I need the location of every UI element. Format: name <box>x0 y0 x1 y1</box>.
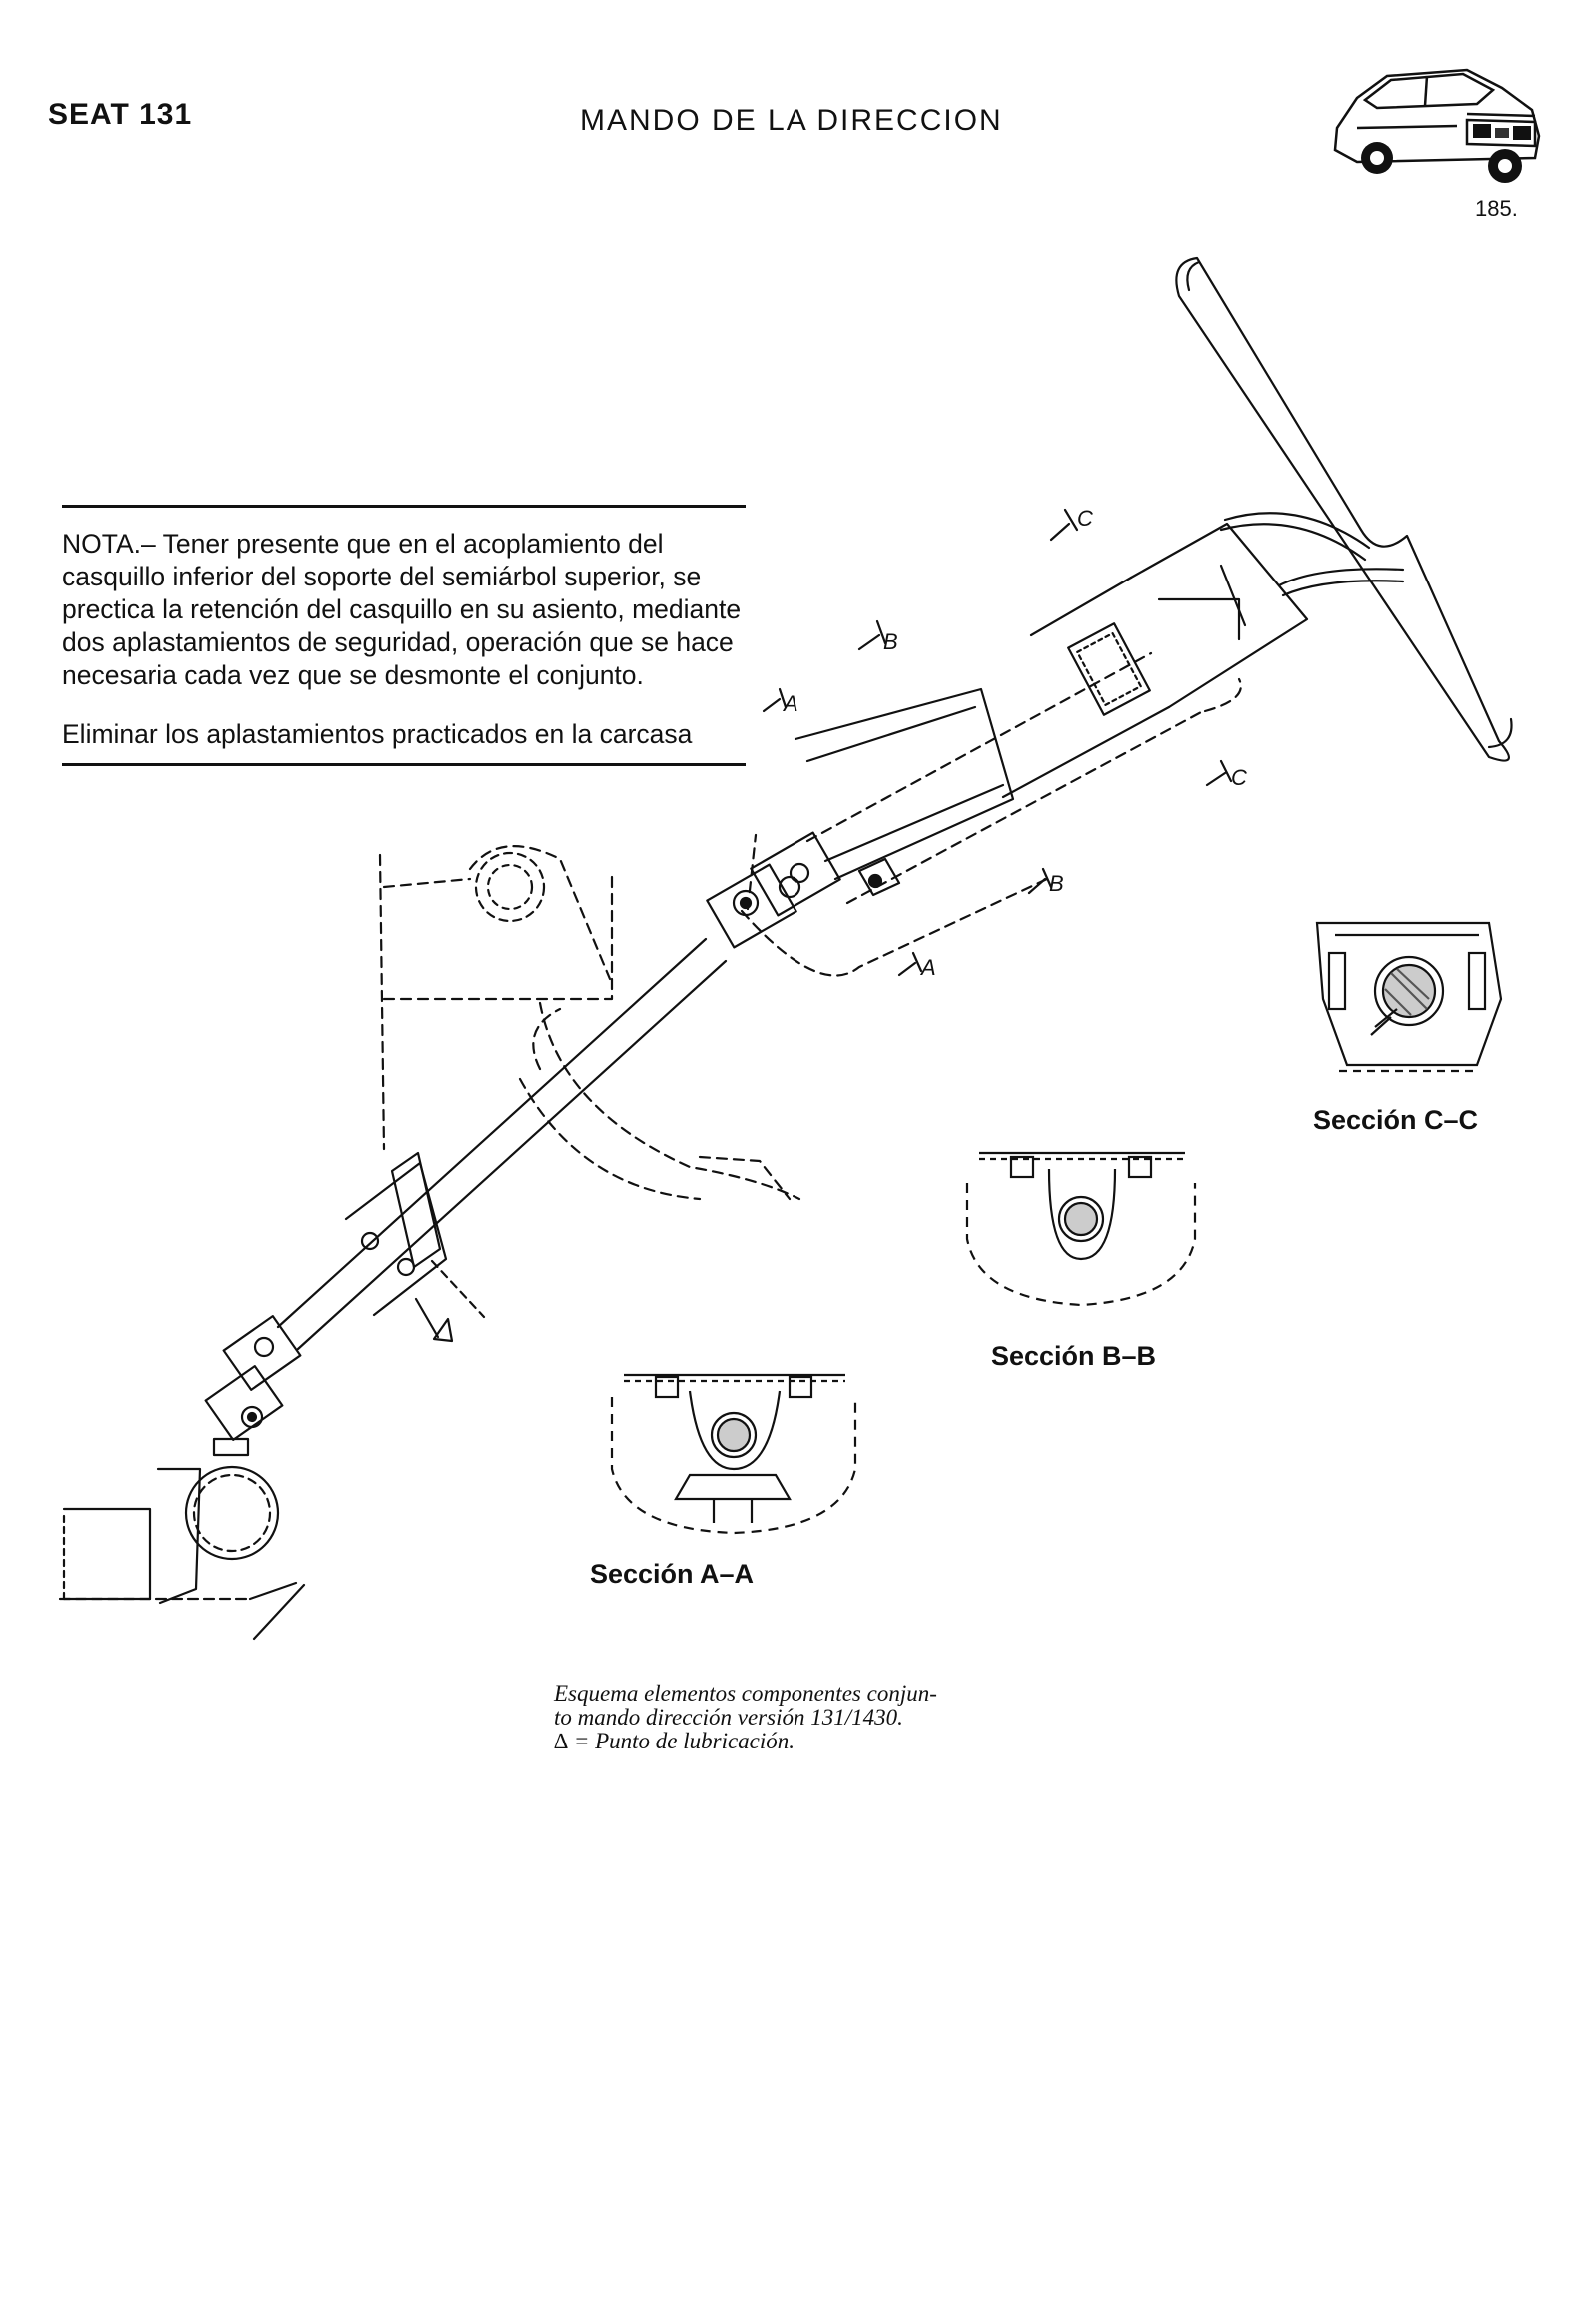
note-box: NOTA.– Tener presente que en el acoplami… <box>62 505 746 766</box>
section-aa-label: Sección A–A <box>590 1559 754 1589</box>
page-title: MANDO DE LA DIRECCION <box>580 104 1003 137</box>
car-illustration-icon <box>1333 68 1541 183</box>
note-paragraph: NOTA.– Tener presente que en el acoplami… <box>62 529 742 690</box>
cut-label-a-upper: A <box>782 691 798 716</box>
cut-label-b-lower: B <box>1049 871 1064 896</box>
note-bottom-rule <box>62 763 746 766</box>
figure-caption: Esquema elementos componentes conjun- to… <box>554 1682 1073 1753</box>
section-bb-label: Sección B–B <box>991 1341 1156 1371</box>
cut-label-b-upper: B <box>883 629 898 654</box>
section-cc-label: Sección C–C <box>1313 1105 1478 1135</box>
caption-line-3: ∆ = Punto de lubricación. <box>554 1729 796 1753</box>
caption-line-2: to mando dirección versión 131/1430. <box>554 1705 903 1730</box>
cut-label-c-lower: C <box>1231 765 1247 790</box>
header-brand: SEAT 131 <box>48 98 193 131</box>
note-instruction: Eliminar los aplastamientos practicados … <box>62 719 693 749</box>
section-aa-drawing <box>610 1373 857 1535</box>
cut-label-a-lower: A <box>919 955 936 980</box>
page-number: 185. <box>1475 196 1518 221</box>
caption-line-1: Esquema elementos componentes conjun- <box>554 1681 937 1706</box>
section-cc-drawing <box>1315 921 1503 1073</box>
cut-label-c-upper: C <box>1077 506 1093 531</box>
note-top-rule <box>62 505 746 508</box>
section-bb-drawing <box>965 1151 1197 1307</box>
